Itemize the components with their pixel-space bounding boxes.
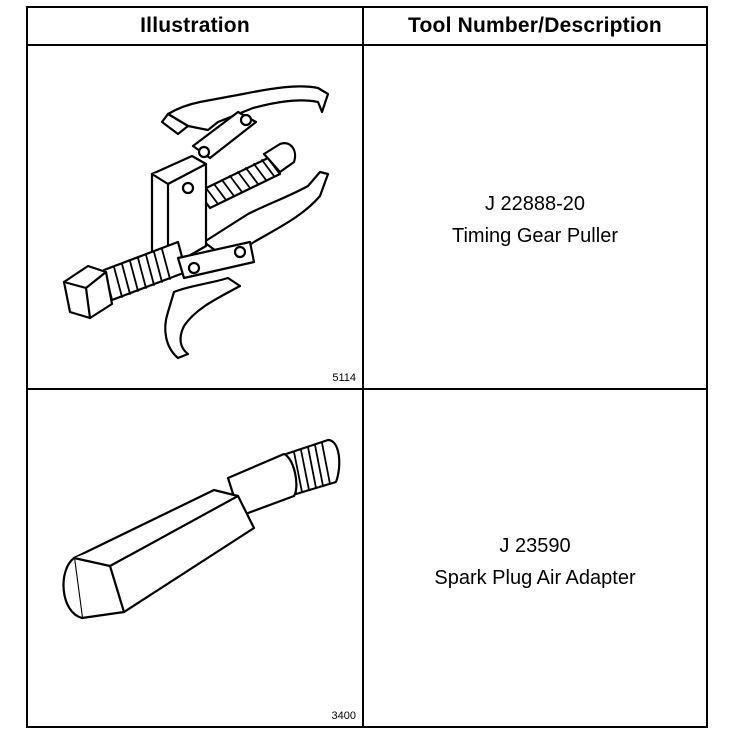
tool-description-cell: J 22888-20 Timing Gear Puller xyxy=(364,188,706,252)
header-tool-description: Tool Number/Description xyxy=(408,14,662,37)
illustration-cell: 5114 xyxy=(28,46,362,388)
tool-number: J 23590 xyxy=(499,535,571,557)
header-illustration: Illustration xyxy=(140,14,250,37)
column-divider xyxy=(362,8,364,726)
tool-description: Spark Plug Air Adapter xyxy=(434,567,636,589)
illustration-cell: 3400 xyxy=(28,390,362,726)
tool-description-cell: J 23590 Spark Plug Air Adapter xyxy=(364,530,706,594)
header-divider xyxy=(28,44,706,46)
gear-puller-icon xyxy=(62,85,330,360)
tool-table: Illustration Tool Number/Description xyxy=(26,6,708,728)
tool-description: Timing Gear Puller xyxy=(452,225,618,247)
row-divider xyxy=(28,388,706,390)
tool-number: J 22888-20 xyxy=(484,193,586,215)
figure-number: 5114 xyxy=(332,372,356,384)
figure-number: 3400 xyxy=(331,710,356,722)
spark-plug-adapter-icon xyxy=(62,438,341,620)
